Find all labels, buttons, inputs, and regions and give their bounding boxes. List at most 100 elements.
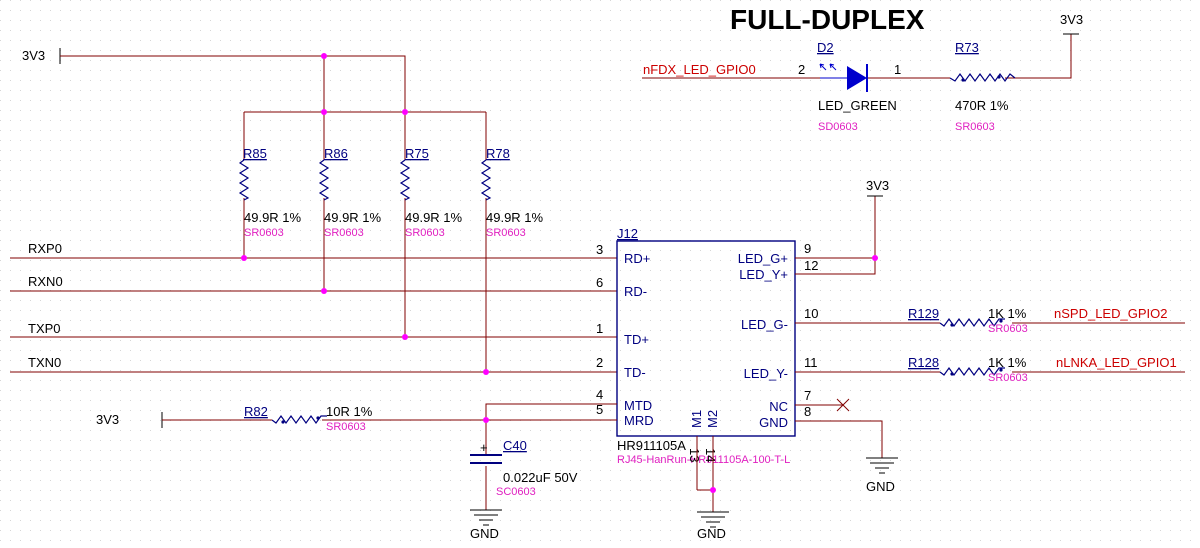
pin-number: 8 <box>804 404 811 419</box>
ref-label: J12 <box>617 226 638 241</box>
connector-j12[interactable]: J12 HR911105A RJ45-HanRun-HR911105A-100-… <box>596 226 818 466</box>
pin-number: 1 <box>596 321 603 336</box>
footprint-label: SR0603 <box>244 227 284 239</box>
led-d2[interactable]: D2 2 1 LED_GREEN SD0603 <box>798 40 901 133</box>
value-label: 49.9R 1% <box>405 210 463 225</box>
ref-label: R129 <box>908 306 939 321</box>
pin-number: 2 <box>798 62 805 77</box>
net-label-txp0: TXP0 <box>28 321 61 336</box>
junction-dot <box>710 487 716 493</box>
value-label: 49.9R 1% <box>486 210 544 225</box>
capacitor-c40[interactable]: + C40 0.022uF 50V SC0603 <box>470 438 578 498</box>
no-connect-mark <box>836 398 850 412</box>
ref-label: R78 <box>486 146 510 161</box>
pin-number: 14 <box>703 448 718 462</box>
junction-dot <box>402 334 408 340</box>
mount-pins-wire: GND <box>696 436 729 541</box>
resistor-r86[interactable]: R86 49.9R 1% SR0603 <box>318 146 382 239</box>
footprint-label: SD0603 <box>818 121 858 133</box>
ground-label: GND <box>697 526 726 541</box>
net-label-txn0: TXN0 <box>28 355 61 370</box>
junction-dot <box>321 53 327 59</box>
junction-dot <box>483 417 489 423</box>
power-label: 3V3 <box>22 48 45 63</box>
pin-name: LED_G+ <box>738 251 788 266</box>
polarity-mark: + <box>480 440 488 455</box>
resistor-r129[interactable]: R129 1K 1% SR0603 <box>908 306 1028 335</box>
power-3v3-led: 3V3 <box>866 178 889 197</box>
value-label: LED_GREEN <box>818 98 897 113</box>
power-label: 3V3 <box>1060 12 1083 27</box>
resistor-r78[interactable]: R78 49.9R 1% SR0603 <box>480 146 544 239</box>
pin-name: LED_G- <box>741 317 788 332</box>
ref-label: D2 <box>817 40 834 55</box>
value-label: 1K 1% <box>988 306 1027 321</box>
footprint-label: SR0603 <box>988 323 1028 335</box>
ref-label: R86 <box>324 146 348 161</box>
value-label: 1K 1% <box>988 355 1027 370</box>
footprint-label: SR0603 <box>486 227 526 239</box>
resistor-r75[interactable]: R75 49.9R 1% SR0603 <box>399 146 463 239</box>
ref-label: C40 <box>503 438 527 453</box>
pin-number: 13 <box>687 448 702 462</box>
junction-dot <box>483 369 489 375</box>
ground-label: GND <box>470 526 499 541</box>
pin-number: 9 <box>804 241 811 256</box>
pin-number: 5 <box>596 402 603 417</box>
pin-number: 10 <box>804 306 818 321</box>
pin-name: M1 <box>689 410 704 428</box>
led-wires <box>642 34 1072 79</box>
pin-number: 7 <box>804 388 811 403</box>
pin-name: NC <box>769 399 788 414</box>
value-label: 10R 1% <box>326 404 373 419</box>
pin-name: LED_Y- <box>744 366 788 381</box>
junction-dot <box>321 288 327 294</box>
resistor-r82[interactable]: R82 10R 1% SR0603 <box>244 404 373 433</box>
junction-dot <box>402 109 408 115</box>
pin-name: M2 <box>705 410 720 428</box>
pin-name: GND <box>759 415 788 430</box>
pin-name: RD+ <box>624 251 650 266</box>
pin-name: RD- <box>624 284 647 299</box>
footprint-label: SR0603 <box>326 421 366 433</box>
pin-name: MTD <box>624 398 652 413</box>
net-label-nspd: nSPD_LED_GPIO2 <box>1054 306 1167 321</box>
pin-number: 2 <box>596 355 603 370</box>
net-wires-left <box>10 257 617 373</box>
pin-name: TD- <box>624 365 646 380</box>
ground-right: GND <box>866 457 898 494</box>
resistor-r128[interactable]: R128 1K 1% SR0603 <box>908 355 1028 384</box>
pin-name: TD+ <box>624 332 649 347</box>
resistor-r73[interactable]: R73 470R 1% SR0603 <box>949 40 1016 133</box>
footprint-label: RJ45-HanRun-HR911105A-100-T-L <box>617 454 790 466</box>
pin-number: 4 <box>596 387 603 402</box>
pin-number: 1 <box>894 62 901 77</box>
power-label: 3V3 <box>866 178 889 193</box>
net-label-rxn0: RXN0 <box>28 274 63 289</box>
footprint-label: SR0603 <box>324 227 364 239</box>
value-label: 49.9R 1% <box>244 210 302 225</box>
ref-label: R73 <box>955 40 979 55</box>
pin-number: 6 <box>596 275 603 290</box>
footprint-label: SC0603 <box>496 486 536 498</box>
pin-number: 11 <box>804 355 818 370</box>
ref-label: R85 <box>243 146 267 161</box>
pin-name: MRD <box>624 413 654 428</box>
net-label-rxp0: RXP0 <box>28 241 62 256</box>
junction-dot <box>241 255 247 261</box>
rail-wires <box>60 55 487 372</box>
pin-name: LED_Y+ <box>739 267 788 282</box>
footprint-label: SR0603 <box>405 227 445 239</box>
value-label: 49.9R 1% <box>324 210 382 225</box>
value-label: HR911105A <box>617 438 686 453</box>
pin-number: 12 <box>804 258 818 273</box>
schematic-title: FULL-DUPLEX <box>730 4 925 35</box>
resistor-r85[interactable]: R85 49.9R 1% SR0603 <box>238 146 302 239</box>
footprint-label: SR0603 <box>988 372 1028 384</box>
value-label: 0.022uF 50V <box>503 470 578 485</box>
pin-number: 3 <box>596 242 603 257</box>
net-label-nfdx: nFDX_LED_GPIO0 <box>643 62 756 77</box>
power-label: 3V3 <box>96 412 119 427</box>
power-3v3-led-top: 3V3 <box>1060 12 1083 35</box>
